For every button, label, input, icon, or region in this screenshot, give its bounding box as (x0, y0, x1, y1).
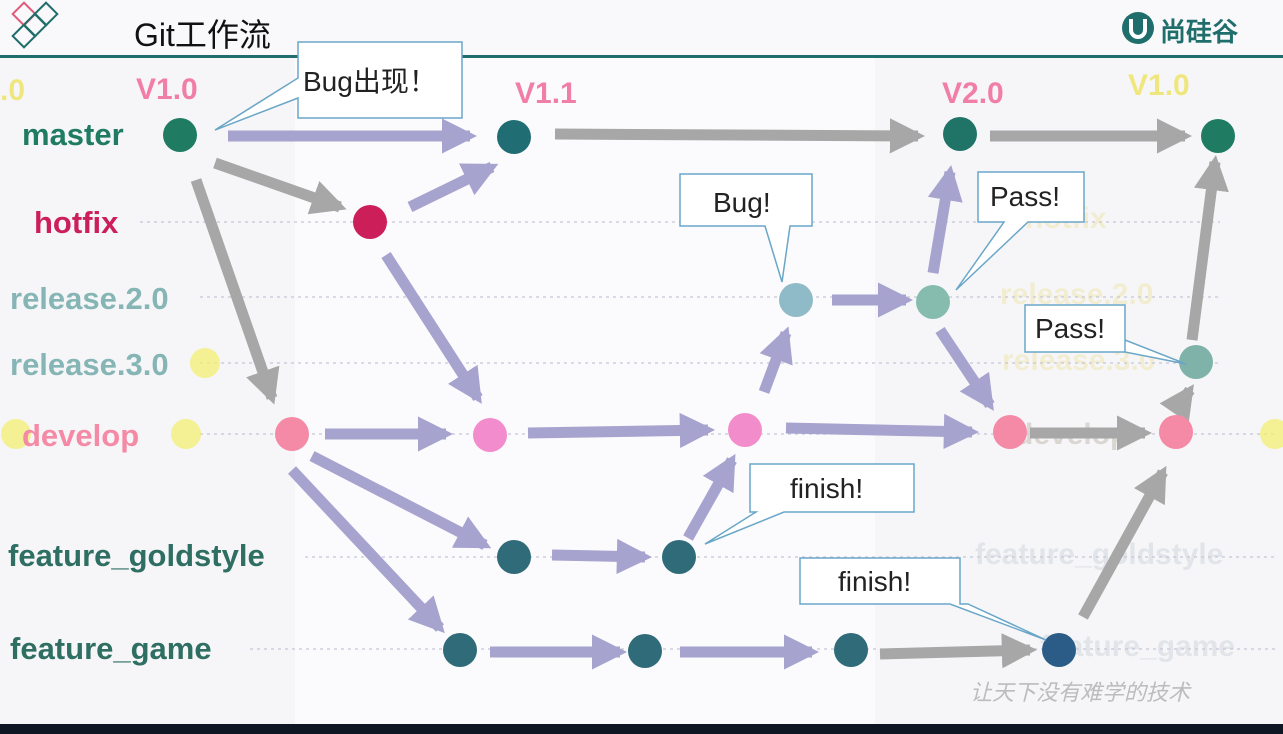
commit-node (834, 633, 868, 667)
page-title: Git工作流 (134, 17, 271, 53)
arrow (1186, 155, 1229, 341)
header-bar: Git工作流 尚硅谷 (0, 0, 1283, 56)
commit-node (728, 413, 762, 447)
commit-node (497, 120, 531, 154)
callout-pass-release20 (955, 171, 1085, 291)
commit-node (443, 633, 477, 667)
arrows (190, 118, 1229, 670)
commit-node (353, 205, 387, 239)
callout-text: Bug出现！ (303, 66, 437, 97)
callout-finish-game (799, 557, 1047, 641)
arrow (935, 326, 995, 411)
commit-node (1159, 415, 1193, 449)
motto-text: 让天下没有难学的技术 (970, 681, 1192, 706)
lane-label-release20: release.2.0 (10, 281, 169, 316)
callout-text: finish! (790, 473, 863, 504)
version-label: V2.0 (942, 77, 1004, 110)
commit-node (163, 118, 197, 152)
commit-nodes (163, 117, 1235, 668)
lane-label-release30: release.3.0 (10, 347, 169, 382)
commit-node (1042, 633, 1076, 667)
arrow (554, 118, 926, 154)
commit-node (779, 283, 813, 317)
callout-bug (679, 173, 813, 283)
lane-label-feature-goldstyle: feature_goldstyle (8, 538, 265, 573)
arrow (1078, 465, 1168, 620)
callout-text: finish! (838, 566, 911, 597)
callout-bug-appeared (214, 41, 463, 131)
commit-node (1201, 119, 1235, 153)
commit-node (1179, 345, 1213, 379)
arrow (213, 157, 347, 215)
callouts (214, 41, 1187, 641)
commit-node (662, 540, 696, 574)
arrow (785, 413, 980, 449)
background-panel (295, 58, 875, 724)
lane-label-hotfix: hotfix (34, 205, 119, 240)
commit-node (275, 417, 309, 451)
brand-name: 尚硅谷 (1160, 17, 1239, 47)
commit-node (943, 117, 977, 151)
lane-label-feature-game: feature_game (10, 631, 212, 666)
version-label: V1.0 (1128, 69, 1190, 102)
commit-node (497, 540, 531, 574)
version-label: V1.0 (136, 73, 198, 106)
arrow (1159, 384, 1195, 424)
arrow (309, 451, 492, 550)
commit-node (473, 418, 507, 452)
header-divider (0, 55, 1283, 58)
callout-text: Pass! (1035, 313, 1105, 344)
arrow (683, 453, 737, 541)
arrow (190, 178, 280, 405)
callout-pass-release30 (1024, 304, 1187, 365)
arrow (287, 466, 445, 634)
diamond-logo-icon (11, 1, 59, 49)
lane-label-master: master (22, 117, 124, 152)
arrow (927, 165, 963, 274)
commit-node (993, 415, 1027, 449)
version-label-fragment: .0 (0, 74, 25, 107)
arrow (551, 538, 653, 574)
u-logo-icon (1122, 12, 1154, 44)
bottom-bar (0, 724, 1283, 734)
callout-text: Pass! (990, 181, 1060, 212)
arrow (879, 633, 1038, 669)
lane-label-develop: develop (22, 418, 139, 453)
commit-node (628, 634, 662, 668)
callout-text: Bug! (713, 187, 771, 218)
ghost-text: feature_goldstyle (975, 538, 1223, 571)
version-label: V1.1 (515, 77, 577, 110)
arrow (381, 252, 483, 404)
decorative-dots (1, 348, 1283, 449)
arrow (407, 162, 499, 212)
arrow (758, 326, 793, 394)
commit-node (916, 285, 950, 319)
arrow (527, 412, 716, 449)
callout-finish-goldstyle (704, 463, 915, 545)
